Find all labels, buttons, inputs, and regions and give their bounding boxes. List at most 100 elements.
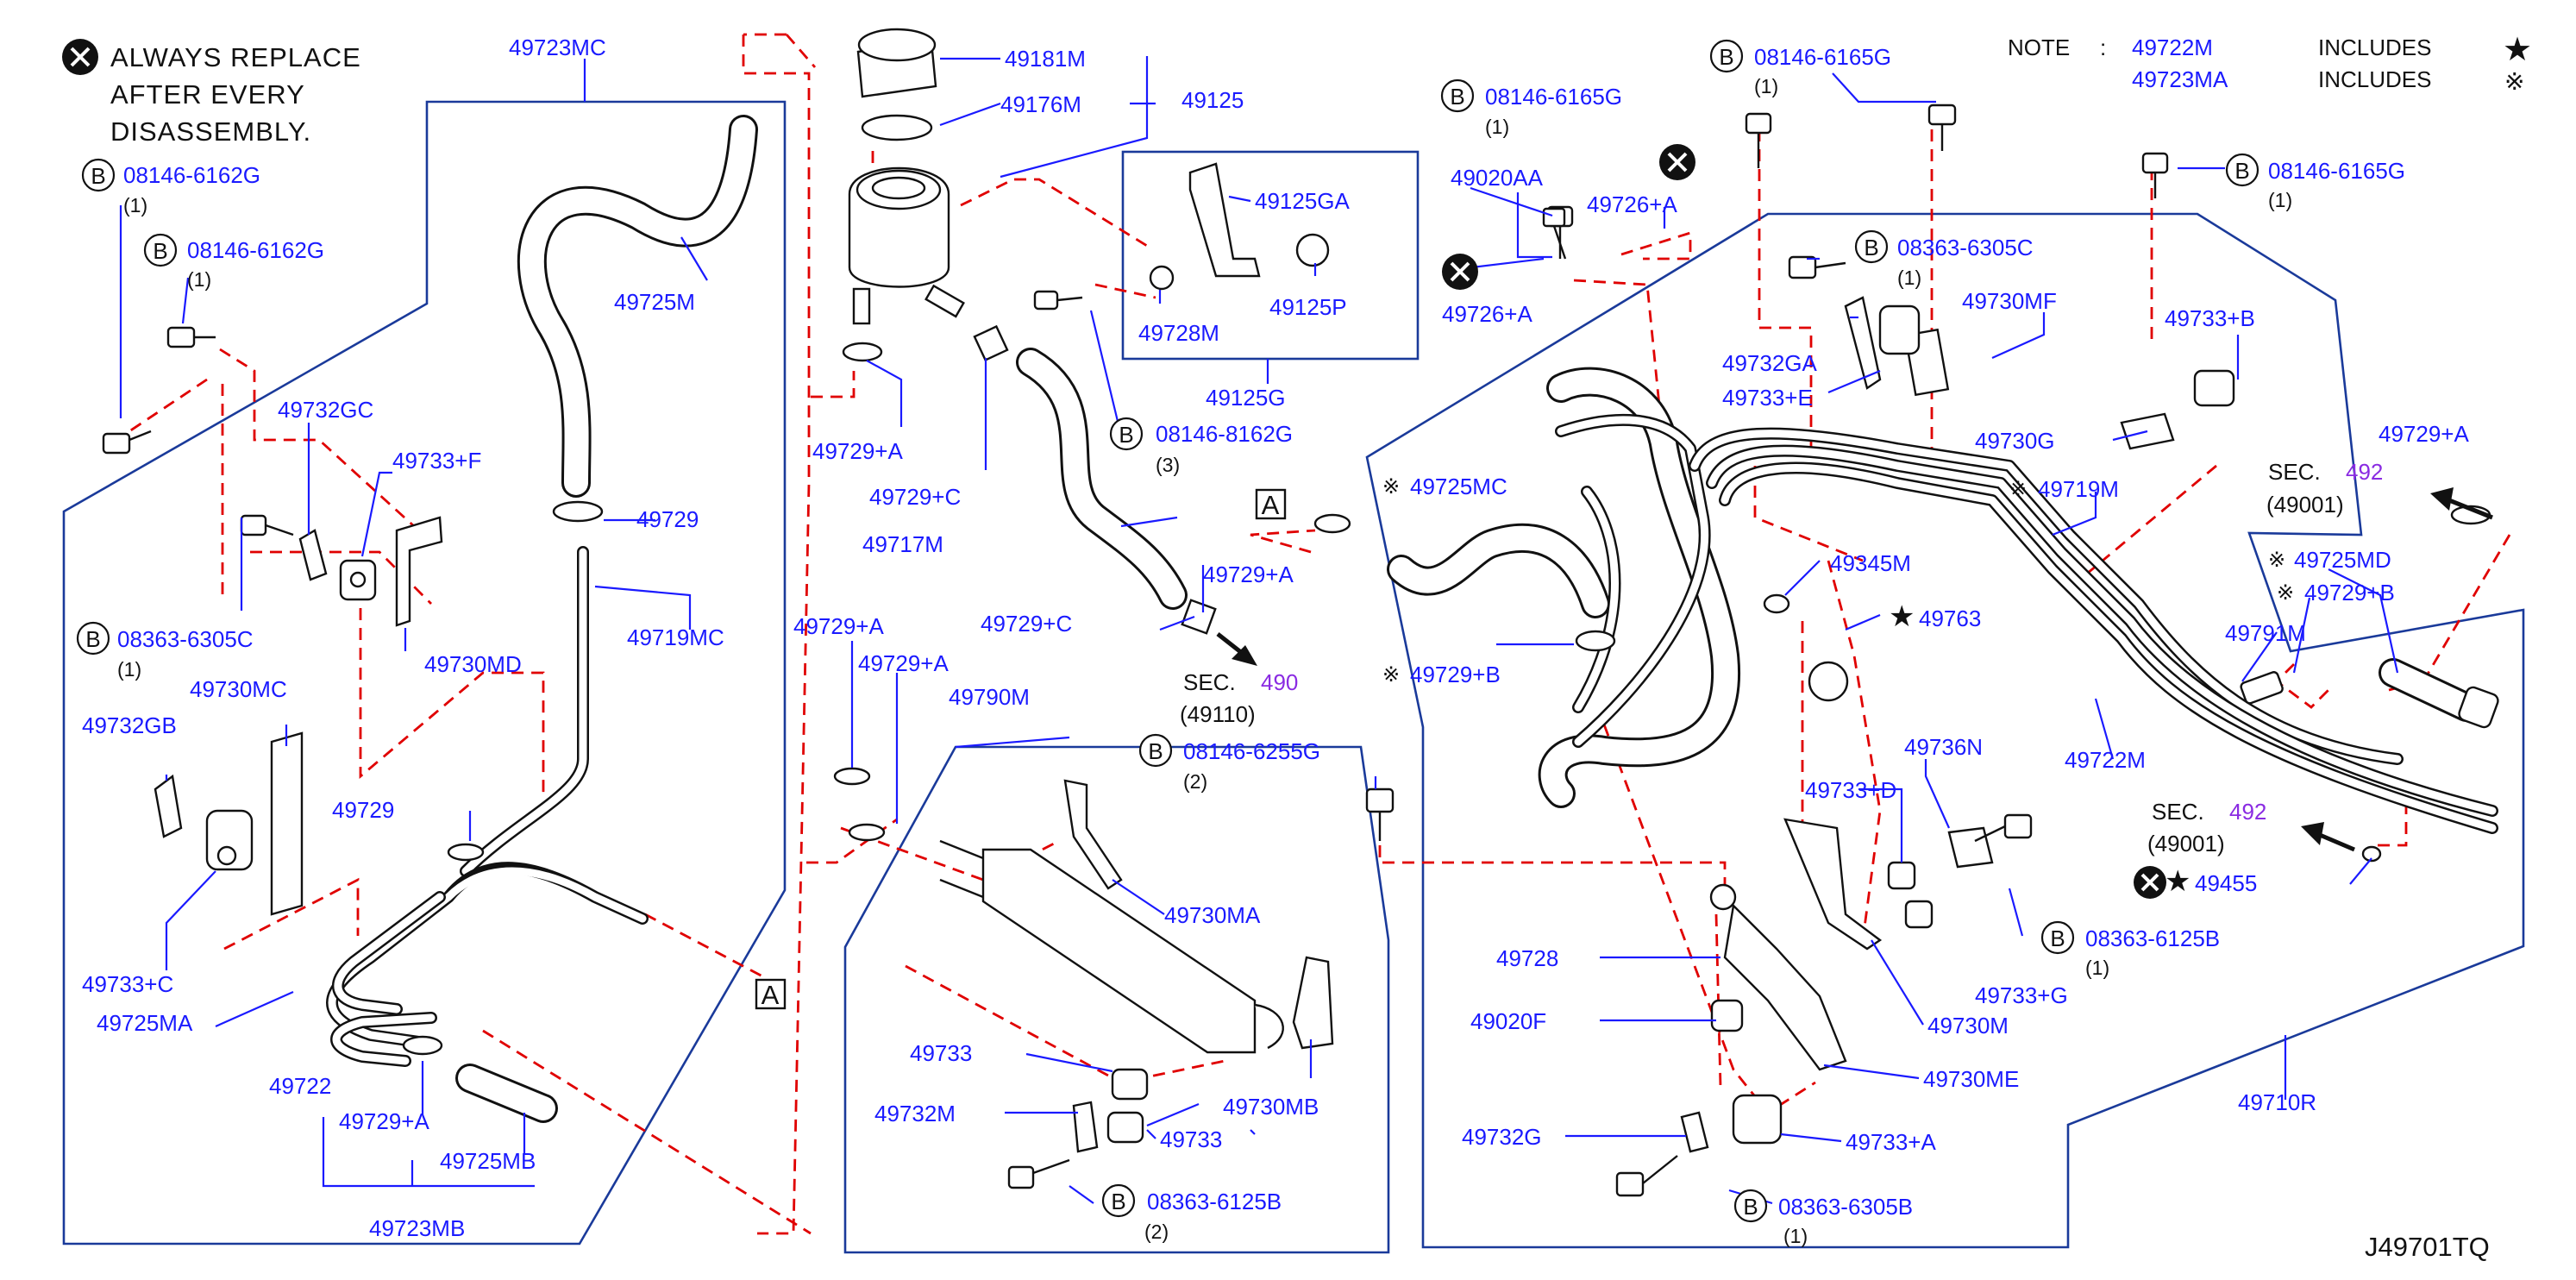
bolt-b-icon: B [1733,1189,1768,1223]
label-49733-b: 49733 [1160,1126,1222,1152]
svg-text:(3): (3) [1156,454,1180,476]
clamp-49729A-3 [1313,513,1351,534]
label-49732M: 49732M [874,1101,956,1126]
frame-49125G [1121,150,1420,361]
label-08146-6162G-a: 08146-6162G [123,162,260,188]
bolt-08146-6165G-c [1927,104,1957,151]
bracket-49732M [1072,1101,1099,1153]
label-08363-6305C-left: 08363-6305C [117,626,254,652]
label-49790M: 49790M [949,684,1030,710]
dash-22 [1758,129,1813,449]
ref-box-a-right: A [1255,488,1287,520]
clamp-49729C-2 [1181,599,1217,635]
oring-49176M [861,114,933,141]
grommet-49733G [1904,900,1934,929]
clamp-49729A-bottom [402,1035,443,1056]
bolt-08146-6162G-b [166,326,216,348]
label-49020F: 49020F [1470,1008,1546,1034]
bracket-49732GA [1844,296,1882,390]
sec-492a-prefix: SEC. [2268,459,2321,485]
stud-49020AA [1542,207,1567,260]
part-labels: 49723MC 49725M B 08146-6162G (1) B 08146… [76,35,2490,1262]
label-08363-6305C-right: 08363-6305C [1897,235,2034,260]
cooler-49790M [981,848,1257,1054]
label-49710R: 49710R [2238,1089,2316,1115]
bracket-49125GA [1188,162,1261,278]
bolt-08363-6305C-right [1788,255,1846,279]
label-49723MB: 49723MB [369,1215,465,1241]
bracket-49732G [1680,1111,1709,1153]
label-08146-6162G-b: 08146-6162G [187,237,324,263]
note-colon: : [2100,35,2106,60]
label-49733A: 49733+A [1846,1129,1936,1155]
label-49728M: 49728M [1138,320,1219,346]
svg-text:(1): (1) [1485,116,1509,138]
label-49722: 49722 [269,1073,331,1099]
label-49725MB: 49725MB [440,1148,536,1174]
label-49729A-a: 49729+A [339,1108,429,1134]
grommet-49733B [2193,369,2235,407]
note-line-2: AFTER EVERY [110,79,305,110]
replace-x-icon [2134,866,2166,899]
label-49733-a: 49733 [910,1040,972,1066]
frame-49710R [1365,212,2525,1249]
dash-10 [644,913,768,981]
leader-lines [119,56,2399,1205]
label-49729C-a: 49729+C [869,484,961,510]
bracket-49736N [1947,826,1994,869]
label-49455: 49455 [2195,870,2257,896]
bolt-08146-6162G-a [102,430,152,455]
assembly-frames [62,100,2525,1254]
svg-text:B: B [153,238,167,264]
label-49725M: 49725M [614,289,695,315]
dash-7 [359,608,545,794]
svg-text:(2): (2) [1144,1220,1169,1243]
sec-492a-sub: (49001) [2266,492,2344,518]
bolt-08363-6125B-a [1007,1158,1070,1189]
label-08363-6125B-b: 08363-6125B [2085,925,2220,951]
svg-text:B: B [1743,1194,1758,1220]
svg-text:B: B [1864,235,1878,260]
label-49125P: 49125P [1269,294,1347,320]
bolt-08146-8162G [1033,290,1083,311]
svg-text:B: B [2050,925,2065,951]
label-49733F: 49733+F [392,448,481,474]
hoses [326,115,2498,1123]
dash-14 [1094,283,1156,299]
svg-text:B: B [2234,158,2249,184]
sensor-49763 [1808,661,1849,702]
svg-text:B: B [1148,738,1163,764]
label-49729B-a: 49729+B [2304,580,2395,605]
dash-32 [1827,560,1882,941]
label-49719M: 49719M [2038,476,2119,502]
frame-49723MC [62,100,787,1245]
star-icon: ★ [2165,864,2191,899]
label-49345M: 49345M [1830,550,1911,576]
star-icon: ★ [2503,30,2532,68]
note-part-1: 49722M [2132,35,2213,60]
replace-x-icon [1659,144,1695,180]
clamp-49729A-top [842,342,883,362]
arrow-icon [2430,487,2493,520]
label-49730MB: 49730MB [1223,1094,1319,1120]
cooler-49791M [2240,671,2284,705]
svg-text:B: B [85,626,100,652]
label-49729A-f: 49729+A [2379,421,2469,447]
label-49717M: 49717M [862,531,943,557]
sec-490-sub: (49110) [1180,701,1256,727]
bolt-b-icon: B [1101,1183,1136,1218]
label-49732GC: 49732GC [278,397,373,423]
label-08146-8162G: 08146-8162G [1156,421,1293,447]
clamp-49725MD-end [2458,686,2499,729]
bolt-08146-6165G-b [1745,112,1772,168]
bolt-b-icon: B [143,233,178,267]
bolt-b-icon: B [1709,39,1744,73]
label-49736N: 49736N [1904,734,1983,760]
frame-49790M [843,745,1390,1254]
label-49725MA: 49725MA [97,1010,193,1036]
kome-icon: ※ [1382,662,1400,687]
includes-note: NOTE : 49722M 49723MA INCLUDES INCLUDES … [2008,30,2532,96]
label-49020AA: 49020AA [1451,165,1544,191]
label-49723MC: 49723MC [509,35,606,60]
clamp-49729C [973,324,1009,362]
